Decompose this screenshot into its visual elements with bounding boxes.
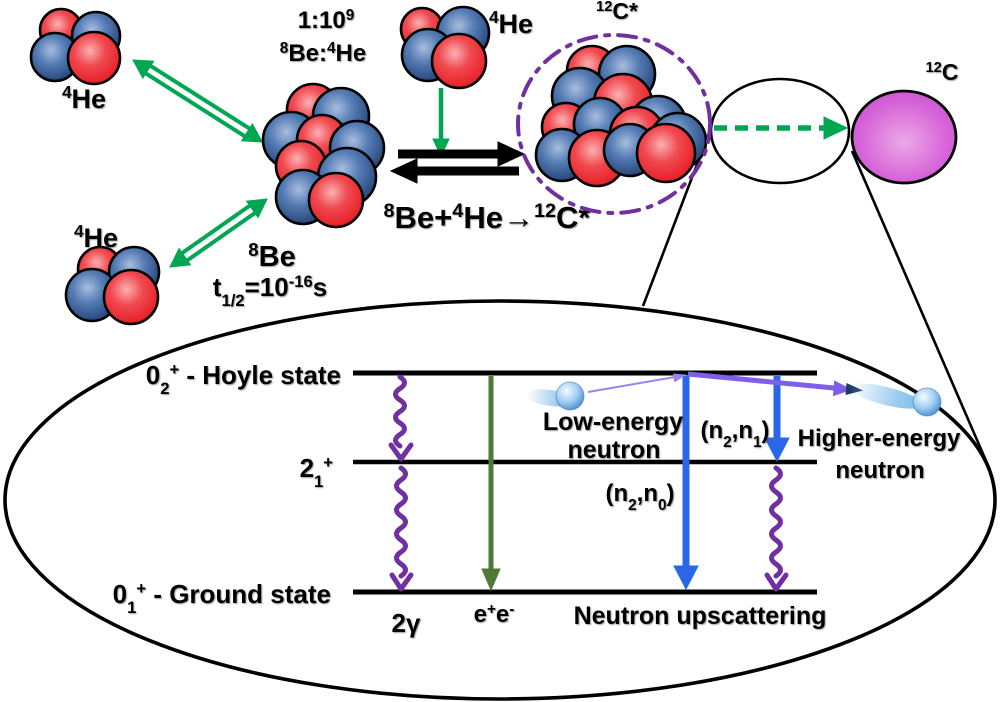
he4-nucleus-bottom-left: [64, 245, 161, 326]
low-energy-neutron-ball: [526, 381, 585, 411]
low-neutron-label-line2: neutron: [567, 436, 660, 464]
reverse-reaction-arrow: [389, 158, 519, 184]
c12-ground-sphere: [850, 89, 958, 185]
c12-star-dashdot-ring: [516, 33, 712, 215]
c12-star-nucleus: [534, 44, 708, 188]
gamma-cascade-arrow-upper: [388, 374, 414, 462]
two-plus-label: 21+: [300, 453, 334, 491]
ratio-line1: 1:109: [298, 7, 355, 35]
high-neutron-label-line1: Higher-energy: [798, 425, 961, 452]
he4-nucleus-top-left: [29, 7, 122, 86]
be8-label: 8Be: [248, 239, 295, 274]
gamma-cascade-arrow-right: [764, 465, 789, 592]
decay-dashed-arrow: [714, 116, 849, 140]
magnified-view-ellipse: [3, 299, 997, 701]
upscatter-arrow-n2n0: [673, 376, 699, 591]
low-neutron-label-line1: Low-energy: [543, 408, 683, 436]
high-neutron-label-line2: neutron: [835, 457, 924, 484]
c12-star-label: 12C*: [596, 0, 638, 24]
upscattering-label: Neutron upscattering: [574, 602, 827, 630]
equilibrium-double-arrow-top: [132, 59, 264, 143]
neutron-motion-trail: [849, 383, 923, 409]
proton-sphere: [307, 171, 365, 229]
he4-bottom-left-label: 4He: [74, 221, 118, 253]
reaction-equation: 8Be+4He→12C*: [384, 200, 592, 235]
upscatter-arrow-n2n1: [764, 376, 790, 463]
c12-label: 12C: [926, 59, 959, 85]
he4-top-left-label: 4He: [62, 82, 106, 114]
zoom-line-right: [850, 150, 992, 471]
two-gamma-label: 2γ: [392, 608, 421, 638]
proton-sphere: [635, 122, 697, 184]
be8-nucleus: [261, 82, 386, 229]
pair-decay-arrow: [481, 376, 501, 592]
ratio-line2: 8Be:4He: [280, 40, 366, 68]
equilibrium-double-arrow-bottom: [169, 198, 268, 268]
be8-halflife-label: t1/2=10-16s: [213, 272, 327, 310]
outgoing-neutron-arrow: [687, 371, 853, 397]
he4-beam-label: 4He: [489, 7, 533, 39]
n2n1-label: (n2,n1): [700, 417, 769, 451]
n2n0-label: (n2,n0): [605, 480, 674, 514]
proton-sphere: [66, 30, 122, 86]
forward-reaction-arrow: [398, 141, 526, 167]
incoming-neutron-arrow: [587, 373, 687, 393]
gamma-cascade-arrow-lower: [389, 465, 414, 592]
he4-nucleus-beam: [399, 5, 491, 90]
hoyle-state-label: 02+ - Hoyle state: [146, 360, 341, 398]
proton-sphere: [430, 32, 488, 90]
pair-decay-label: e+e-: [474, 601, 515, 629]
ground-state-label: 01+ - Ground state: [113, 579, 331, 617]
higher-energy-neutron-ball: [849, 383, 942, 417]
proton-sphere: [102, 268, 160, 326]
he4-capture-arrow: [432, 88, 450, 158]
